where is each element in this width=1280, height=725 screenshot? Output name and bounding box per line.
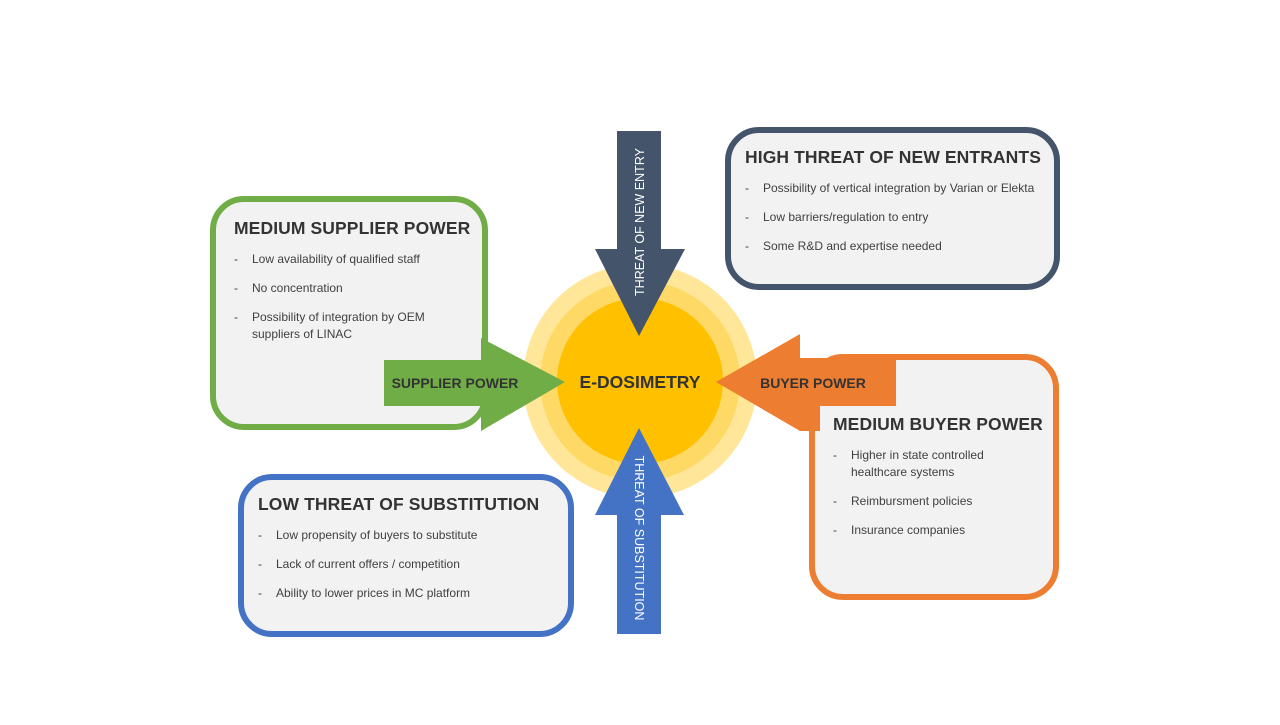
substitution-title: LOW THREAT OF SUBSTITUTION: [258, 494, 540, 514]
substitution-box: LOW THREAT OF SUBSTITUTION Low propensit…: [238, 474, 574, 637]
substitution-arrow-label: THREAT OF SUBSTITUTION: [632, 456, 646, 621]
list-item: Ability to lower prices in MC platform: [258, 585, 568, 602]
buyer-power-title: MEDIUM BUYER POWER: [833, 414, 1043, 434]
substitution-list: Low propensity of buyers to substitute L…: [258, 527, 568, 602]
list-item: Some R&D and expertise needed: [745, 238, 1035, 255]
new-entrants-list: Possibility of vertical integration by V…: [745, 180, 1035, 255]
list-item: Low availability of qualified staff: [234, 251, 454, 268]
new-entry-arrow: [595, 131, 685, 336]
list-item: Reimbursment policies: [833, 493, 1033, 510]
supplier-power-title: MEDIUM SUPPLIER POWER: [234, 218, 471, 238]
list-item: No concentration: [234, 280, 454, 297]
list-item: Higher in state controlled healthcare sy…: [833, 447, 1033, 481]
buyer-power-list: Higher in state controlled healthcare sy…: [833, 447, 1033, 539]
supplier-power-list: Low availability of qualified staff No c…: [234, 251, 454, 343]
supplier-arrow-label: SUPPLIER POWER: [392, 375, 519, 391]
supplier-arrow: [384, 338, 565, 431]
new-entrants-box: HIGH THREAT OF NEW ENTRANTS Possibility …: [725, 127, 1060, 290]
inner-circle: [557, 298, 723, 464]
substitution-arrow: [595, 428, 684, 634]
list-item: Lack of current offers / competition: [258, 556, 568, 573]
center-label: E-DOSIMETRY: [580, 372, 701, 392]
new-entry-arrow-label: THREAT OF NEW ENTRY: [633, 147, 647, 296]
buyer-arrow: [716, 334, 896, 431]
list-item: Low barriers/regulation to entry: [745, 209, 1035, 226]
list-item: Possibility of integration by OEM suppli…: [234, 309, 454, 343]
buyer-arrow-label: BUYER POWER: [760, 375, 866, 391]
list-item: Insurance companies: [833, 522, 1033, 539]
list-item: Possibility of vertical integration by V…: [745, 180, 1035, 197]
list-item: Low propensity of buyers to substitute: [258, 527, 568, 544]
new-entrants-title: HIGH THREAT OF NEW ENTRANTS: [745, 147, 1041, 167]
